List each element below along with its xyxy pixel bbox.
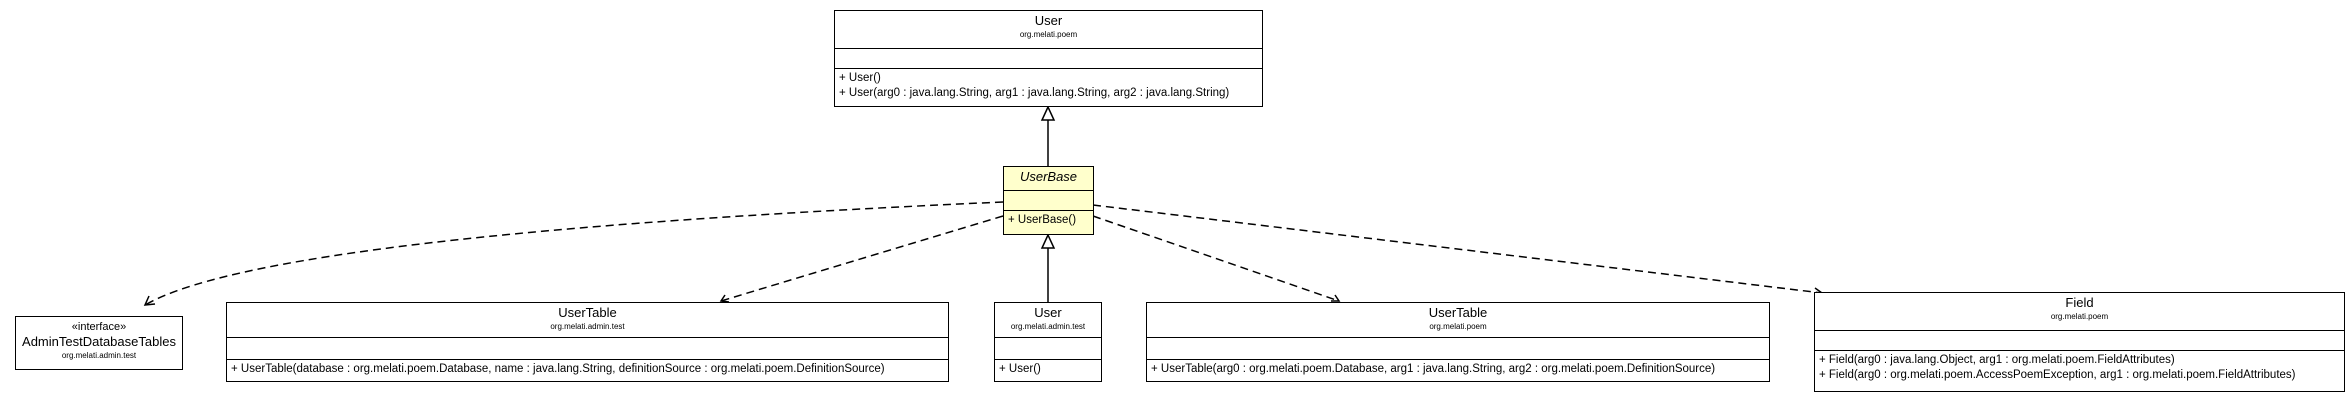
class-header: Field org.melati.poem bbox=[1815, 293, 2344, 331]
operations-compartment: + User() + User(arg0 : java.lang.String,… bbox=[835, 69, 1262, 101]
class-name: User bbox=[1034, 305, 1062, 320]
class-field-poem[interactable]: Field org.melati.poem + Field(arg0 : jav… bbox=[1814, 292, 2345, 392]
operation: + UserTable(database : org.melati.poem.D… bbox=[231, 363, 885, 375]
operation: + User() bbox=[839, 72, 881, 84]
class-userbase[interactable]: UserBase + UserBase() bbox=[1003, 166, 1094, 235]
dependency-to-usertable-admin bbox=[720, 215, 1004, 302]
class-name: AdminTestDatabaseTables bbox=[22, 334, 176, 349]
dependency-to-usertable-poem bbox=[1092, 215, 1340, 302]
operation: + Field(arg0 : org.melati.poem.AccessPoe… bbox=[1819, 369, 2296, 381]
class-header: UserBase bbox=[1004, 167, 1093, 191]
operation: + User(arg0 : java.lang.String, arg1 : j… bbox=[839, 87, 1230, 99]
inheritance-userbase-to-user bbox=[1040, 105, 1056, 166]
class-usertable-poem[interactable]: UserTable org.melati.poem + UserTable(ar… bbox=[1146, 302, 1770, 382]
operations-compartment: + Field(arg0 : java.lang.Object, arg1 : … bbox=[1815, 351, 2344, 383]
class-package: org.melati.admin.test bbox=[61, 351, 137, 360]
class-package: org.melati.poem bbox=[1429, 322, 1487, 331]
class-header: User org.melati.poem bbox=[835, 11, 1262, 49]
class-usertable-admin-test[interactable]: UserTable org.melati.admin.test + UserTa… bbox=[226, 302, 949, 382]
stereotype-label: «interface» bbox=[71, 321, 127, 333]
class-name: Field bbox=[2065, 295, 2094, 310]
class-header: User org.melati.admin.test bbox=[995, 303, 1101, 338]
class-name: UserTable bbox=[558, 305, 617, 320]
class-name: User bbox=[1034, 13, 1063, 28]
operation: + UserBase() bbox=[1008, 214, 1077, 226]
attributes-compartment bbox=[835, 49, 1262, 69]
dependency-to-field bbox=[1092, 204, 1823, 294]
dependency-to-admin-test-tables bbox=[144, 201, 1004, 306]
attributes-compartment bbox=[227, 338, 948, 360]
class-header: UserTable org.melati.poem bbox=[1147, 303, 1769, 338]
class-header: UserTable org.melati.admin.test bbox=[227, 303, 948, 338]
class-header: «interface» AdminTestDatabaseTables org.… bbox=[16, 317, 182, 369]
attributes-compartment bbox=[1004, 191, 1093, 211]
operation: + Field(arg0 : java.lang.Object, arg1 : … bbox=[1819, 354, 2175, 366]
dependency-arrowhead bbox=[143, 295, 156, 306]
attributes-compartment bbox=[995, 338, 1101, 360]
class-package: org.melati.poem bbox=[1019, 30, 1078, 39]
operation: + UserTable(arg0 : org.melati.poem.Datab… bbox=[1151, 363, 1716, 375]
interface-admin-test-database-tables[interactable]: «interface» AdminTestDatabaseTables org.… bbox=[15, 316, 183, 370]
class-name: UserBase bbox=[1019, 169, 1078, 184]
attributes-compartment bbox=[1147, 338, 1769, 360]
operations-compartment: + User() bbox=[995, 360, 1101, 377]
operations-compartment: + UserTable(database : org.melati.poem.D… bbox=[227, 360, 948, 377]
operations-compartment: + UserTable(arg0 : org.melati.poem.Datab… bbox=[1147, 360, 1769, 377]
dependency-arrowhead bbox=[1331, 294, 1341, 302]
attributes-compartment bbox=[1815, 331, 2344, 351]
class-name: UserTable bbox=[1428, 305, 1488, 320]
class-package: org.melati.poem bbox=[2050, 312, 2109, 321]
dependency-arrowhead bbox=[719, 294, 730, 303]
operations-compartment: + UserBase() bbox=[1004, 211, 1093, 228]
class-package: org.melati.admin.test bbox=[1010, 322, 1086, 331]
class-user-poem[interactable]: User org.melati.poem + User() + User(arg… bbox=[834, 10, 1263, 107]
class-package: org.melati.admin.test bbox=[550, 322, 625, 331]
class-user-admin-test[interactable]: User org.melati.admin.test + User() bbox=[994, 302, 1102, 382]
operation: + User() bbox=[999, 363, 1041, 375]
inheritance-user-admin-to-userbase bbox=[1040, 233, 1056, 303]
